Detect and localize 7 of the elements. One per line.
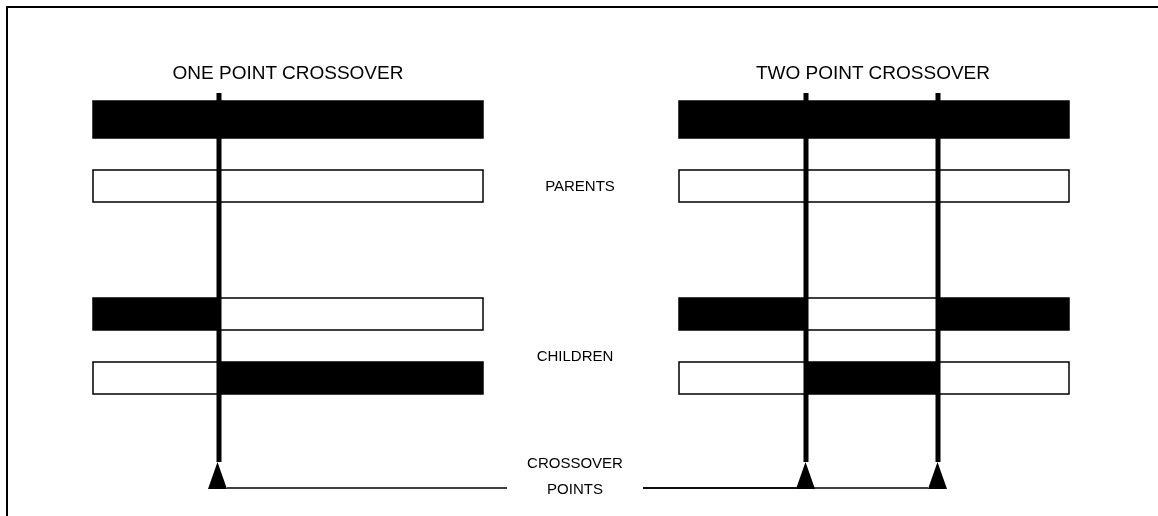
callout-text: CROSSOVER POINTS bbox=[526, 453, 624, 499]
row-label: PARENTS bbox=[545, 177, 615, 194]
panel-heading: ONE POINT CROSSOVER bbox=[172, 62, 404, 84]
leader-line bbox=[642, 487, 929, 489]
panel-heading: TWO POINT CROSSOVER bbox=[756, 62, 990, 84]
row-label: CHILDREN bbox=[536, 347, 614, 364]
leader-line bbox=[226, 487, 508, 489]
